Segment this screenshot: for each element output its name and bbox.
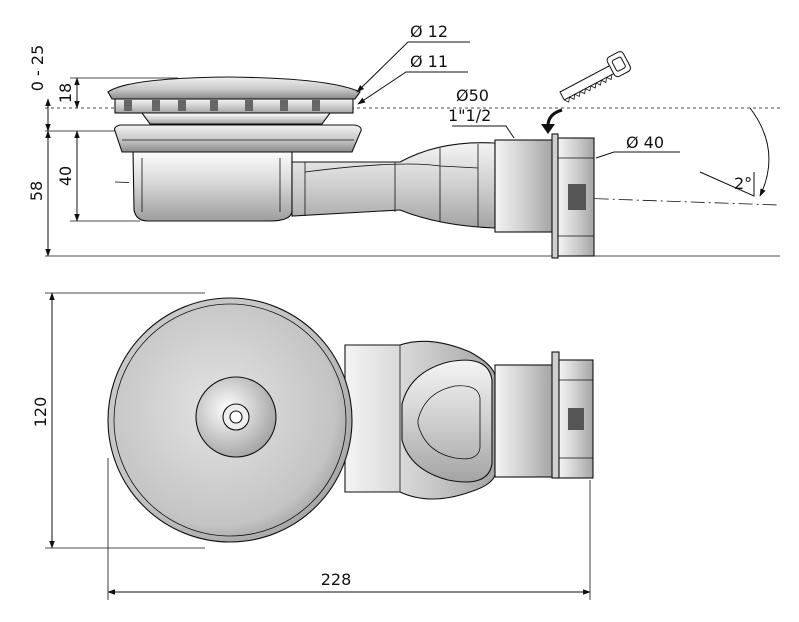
top-pipe-loop bbox=[401, 359, 493, 483]
top-pipe-loop-inner bbox=[417, 385, 481, 460]
dim-label-slope: 2° bbox=[734, 174, 752, 193]
top-hub-center-icon bbox=[229, 410, 243, 424]
nut-grip bbox=[568, 184, 586, 210]
dim-label-228: 228 bbox=[321, 570, 352, 589]
top-disc-rim bbox=[113, 303, 347, 537]
dim-label-40: 40 bbox=[56, 166, 75, 186]
outlet-pipe bbox=[291, 142, 496, 229]
dim-label-120: 120 bbox=[31, 397, 50, 428]
leader-outlet-50 bbox=[452, 125, 515, 139]
top-coupling bbox=[494, 364, 554, 478]
slope-arc bbox=[749, 107, 770, 197]
cap-base bbox=[140, 112, 332, 125]
pipe-curve bbox=[304, 163, 479, 173]
dim-label-58: 58 bbox=[27, 181, 46, 201]
top-flange bbox=[551, 351, 560, 479]
dim-label-outlet-thread: 1"1/2 bbox=[448, 106, 491, 125]
cap-slots bbox=[124, 100, 320, 111]
top-view: 120 228 bbox=[31, 292, 594, 600]
cut-arrow-icon bbox=[546, 108, 563, 127]
dim-label-18: 18 bbox=[56, 83, 75, 103]
slope-triangle-icon bbox=[699, 171, 755, 197]
dim-label-outlet-50: Ø50 bbox=[456, 86, 489, 105]
dim-label-dia-11: Ø 11 bbox=[410, 52, 448, 71]
dim-label-0-25: 0 - 25 bbox=[28, 45, 47, 91]
saw-icon bbox=[559, 51, 632, 103]
side-view: 0 - 25 18 40 58 Ø 12 Ø 11 Ø50 1"1/2 Ø 40… bbox=[27, 22, 780, 259]
dim-label-dia-12: Ø 12 bbox=[410, 22, 448, 41]
top-nut-grip bbox=[568, 408, 584, 430]
leader-dia-12 bbox=[356, 41, 470, 93]
dim-label-outlet-40: Ø 40 bbox=[626, 133, 664, 152]
drain-cap bbox=[107, 76, 361, 100]
outlet-flange bbox=[551, 133, 559, 259]
drain-flange bbox=[114, 124, 362, 153]
cut-arrow-head bbox=[541, 124, 555, 134]
leader-dia-11 bbox=[357, 71, 468, 105]
outlet-coupling bbox=[494, 139, 554, 233]
drain-body bbox=[132, 149, 293, 222]
leader-outlet-40 bbox=[595, 151, 680, 159]
